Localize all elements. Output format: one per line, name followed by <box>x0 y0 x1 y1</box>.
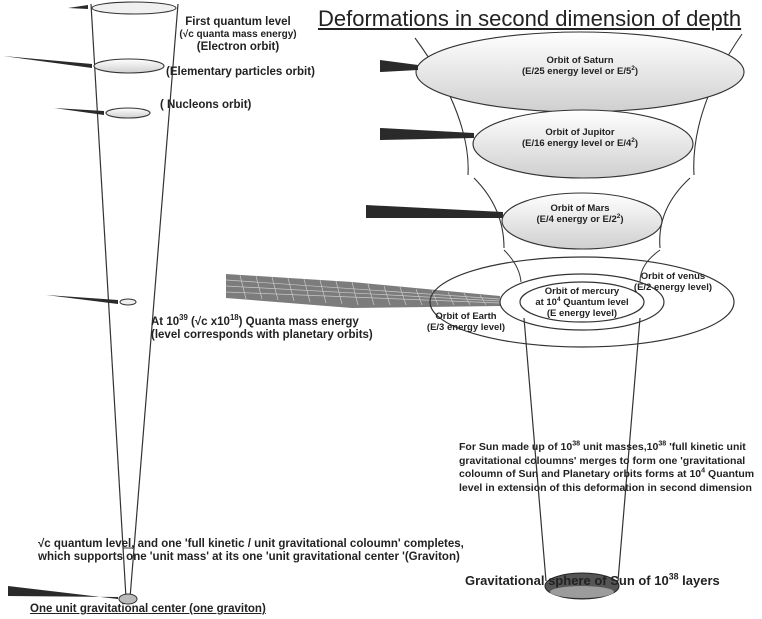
pointer-graviton <box>8 586 118 599</box>
pointer-nucleons <box>54 108 104 115</box>
funnel-low-left-curve <box>503 249 522 283</box>
jupiter-orbit <box>472 109 694 179</box>
earth-name: Orbit of Earth <box>435 311 497 322</box>
pointer-jupiter <box>380 128 474 140</box>
graviton-label: One unit gravitational center (one gravi… <box>30 603 266 615</box>
nucleons-orbit-label: ( Nucleons orbit) <box>160 99 252 111</box>
pointer-first-quantum <box>68 5 88 9</box>
saturn-label: Orbit of Saturn (E/25 energy level or E/… <box>490 55 670 78</box>
sun-sphere-label: Gravitational sphere of Sun of 1038 laye… <box>465 571 720 588</box>
right-pointers <box>366 60 503 218</box>
earth-label: Orbit of Earth (E/3 energy level) <box>416 311 516 334</box>
earth-orbit <box>429 256 735 348</box>
sun-para-line-2: gravitational coloumns' merges to form o… <box>459 454 746 467</box>
sun-column <box>523 317 641 600</box>
mars-orbit <box>501 192 663 250</box>
completes-label: √c quantum level, and one 'full kinetic … <box>38 538 464 564</box>
saturn-energy: (E/25 energy level or E/52) <box>521 64 639 77</box>
pointer-mars <box>366 205 503 218</box>
mercury-energy: (E energy level) <box>546 307 618 319</box>
left-funnel-right-edge <box>129 3 179 599</box>
quanta-line-1: At 1039 (√c x1018) Quanta mass energy <box>151 313 359 328</box>
elementary-orbit-label: (Elementary particles orbit) <box>166 66 315 78</box>
nucleons-ring <box>105 107 151 119</box>
sun-para-line-3: coloumn of Sun and Planetary orbits form… <box>459 466 755 481</box>
mercury-quantum: at 104 Quantum level <box>535 295 629 308</box>
first-quantum-title: First quantum level <box>185 16 291 28</box>
grid-lines <box>225 274 501 306</box>
quanta-energy-label: At 1039 (√c x1018) Quanta mass energy (l… <box>151 313 373 342</box>
first-quantum-sub: (√c quanta mass energy) <box>179 29 297 41</box>
completes-line-1: √c quantum level, and one 'full kinetic … <box>38 538 464 550</box>
sun-para-line-4: level in extension of this deformation i… <box>459 481 752 494</box>
left-funnel <box>90 1 179 605</box>
funnel-low-right-curve <box>639 249 661 283</box>
venus-orbit <box>499 273 665 331</box>
pointer-quanta <box>46 295 118 304</box>
mars-energy: (E/4 energy or E/22) <box>536 212 624 225</box>
mars-name: Orbit of Mars <box>550 203 610 214</box>
grid-sheet <box>226 274 500 308</box>
funnel-top-left-curve <box>414 37 469 176</box>
mercury-name: Orbit of mercury <box>544 286 620 297</box>
electron-orbit-label: (Electron orbit) <box>196 40 280 53</box>
venus-name: Orbit of venus <box>640 271 706 282</box>
graviton-disc <box>118 593 138 605</box>
right-funnel <box>414 31 745 283</box>
first-quantum-label: First quantum level (√c quanta mass ener… <box>178 16 298 54</box>
elementary-ring <box>93 58 165 74</box>
mercury-orbit <box>519 281 645 323</box>
quanta-line-2: (level corresponds with planetary orbits… <box>151 329 373 342</box>
venus-label: Orbit of venus (E/2 energy level) <box>618 271 728 294</box>
concentric-orbits <box>429 256 735 348</box>
sun-sphere-shine <box>550 586 614 598</box>
sun-column-right-edge <box>617 317 641 582</box>
jupiter-name: Orbit of Jupitor <box>545 127 615 138</box>
left-pointers <box>3 5 118 599</box>
mercury-label: Orbit of mercury at 104 Quantum level (E… <box>525 286 639 320</box>
jupiter-label: Orbit of Jupitor (E/16 energy level or E… <box>490 127 670 150</box>
funnel-top-right-curve <box>693 33 743 176</box>
mars-label: Orbit of Mars (E/4 energy or E/22) <box>500 203 660 226</box>
sun-column-left-edge <box>523 317 547 582</box>
sun-para-line-1: For Sun made up of 1038 unit masses,1038… <box>459 439 746 453</box>
earth-energy: (E/3 energy level) <box>426 321 506 333</box>
quanta-ring <box>119 298 137 306</box>
first-quantum-ring <box>91 1 177 15</box>
planetary-grid <box>225 274 501 308</box>
completes-line-2: which supports one 'unit mass' at its on… <box>38 551 460 564</box>
venus-energy: (E/2 energy level) <box>633 281 713 293</box>
pointer-elementary <box>3 56 92 68</box>
sun-description: For Sun made up of 1038 unit masses,1038… <box>459 439 755 496</box>
saturn-name: Orbit of Saturn <box>546 55 614 66</box>
funnel-mid-right-curve <box>659 177 691 249</box>
pointer-saturn <box>380 60 418 72</box>
diagram-title: Deformations in second dimension of dept… <box>318 6 742 31</box>
jupiter-energy: (E/16 energy level or E/42) <box>521 136 639 149</box>
